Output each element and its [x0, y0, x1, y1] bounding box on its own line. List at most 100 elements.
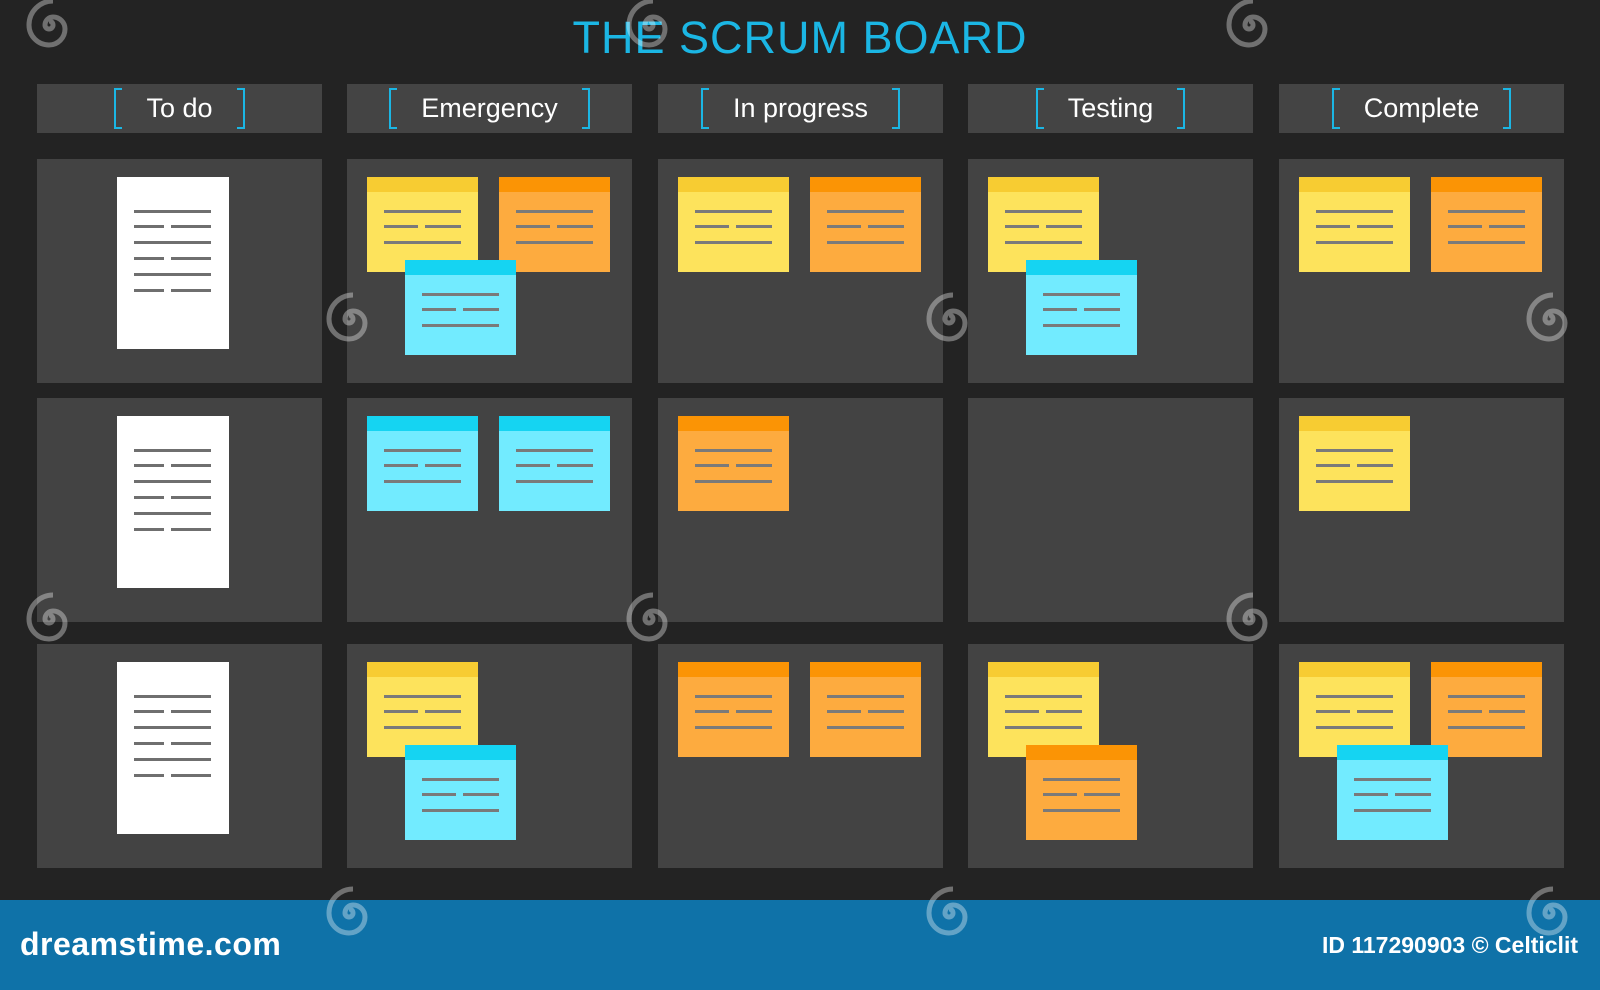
task-document[interactable] — [117, 177, 229, 349]
sticky-note-blue[interactable] — [1337, 745, 1448, 840]
sticky-note-blue[interactable] — [367, 416, 478, 511]
note-text-line — [1084, 308, 1120, 311]
note-text-line — [695, 695, 772, 698]
board-cell — [968, 644, 1253, 868]
note-text-line — [422, 793, 456, 796]
sticky-note-yellow[interactable] — [988, 177, 1099, 272]
note-text-line — [1043, 293, 1120, 296]
document-text-line — [134, 496, 164, 499]
note-text-line — [384, 480, 461, 483]
note-text-line — [516, 464, 550, 467]
sticky-note-orange[interactable] — [1431, 662, 1542, 757]
spiral-logo-icon — [1526, 292, 1568, 342]
note-text-line — [1043, 324, 1120, 327]
document-text-line — [171, 496, 211, 499]
sticky-note-orange[interactable] — [810, 177, 921, 272]
column-header-complete: Complete — [1279, 84, 1564, 133]
sticky-note-yellow[interactable] — [988, 662, 1099, 757]
note-text-line — [1005, 695, 1082, 698]
sticky-note-band — [367, 177, 478, 192]
document-text-line — [134, 774, 164, 777]
note-text-line — [1357, 464, 1393, 467]
sticky-note-orange[interactable] — [1026, 745, 1137, 840]
sticky-note-yellow[interactable] — [367, 177, 478, 272]
sticky-note-band — [367, 662, 478, 677]
note-text-line — [384, 210, 461, 213]
note-text-line — [695, 241, 772, 244]
sticky-note-yellow[interactable] — [367, 662, 478, 757]
header-bracket-right — [1177, 88, 1186, 129]
sticky-note-blue[interactable] — [499, 416, 610, 511]
note-text-line — [1043, 308, 1077, 311]
note-text-line — [1043, 778, 1120, 781]
sticky-note-band — [367, 416, 478, 431]
note-text-line — [1316, 449, 1393, 452]
note-text-line — [695, 449, 772, 452]
board-cell — [347, 398, 632, 622]
document-text-line — [171, 225, 211, 228]
note-text-line — [384, 726, 461, 729]
note-text-line — [736, 225, 772, 228]
document-text-line — [171, 289, 211, 292]
sticky-note-blue[interactable] — [405, 260, 516, 355]
note-text-line — [425, 464, 461, 467]
note-text-line — [1043, 793, 1077, 796]
task-document[interactable] — [117, 662, 229, 834]
sticky-note-orange[interactable] — [1431, 177, 1542, 272]
note-text-line — [1357, 225, 1393, 228]
note-text-line — [1489, 225, 1525, 228]
sticky-note-orange[interactable] — [810, 662, 921, 757]
note-text-line — [422, 809, 499, 812]
board-cell — [658, 644, 943, 868]
document-text-line — [171, 257, 211, 260]
board-cell — [658, 398, 943, 622]
sticky-note-yellow[interactable] — [678, 177, 789, 272]
document-text-line — [134, 273, 211, 276]
spiral-logo-icon — [626, 592, 668, 642]
sticky-note-blue[interactable] — [405, 745, 516, 840]
sticky-note-yellow[interactable] — [1299, 662, 1410, 757]
board-cell — [347, 159, 632, 383]
document-text-line — [171, 742, 211, 745]
note-text-line — [695, 710, 729, 713]
spiral-logo-icon — [326, 886, 368, 936]
board-cell — [968, 159, 1253, 383]
sticky-note-band — [499, 177, 610, 192]
note-text-line — [1354, 793, 1388, 796]
note-text-line — [1046, 710, 1082, 713]
note-text-line — [516, 225, 550, 228]
note-text-line — [557, 225, 593, 228]
header-bracket-left — [114, 88, 123, 129]
note-text-line — [1316, 464, 1350, 467]
note-text-line — [384, 710, 418, 713]
board-cell — [37, 398, 322, 622]
board-title: THE SCRUM BOARD — [572, 12, 1028, 63]
task-document[interactable] — [117, 416, 229, 588]
column-header-label: Emergency — [421, 93, 558, 123]
note-text-line — [463, 793, 499, 796]
note-text-line — [557, 464, 593, 467]
sticky-note-orange[interactable] — [678, 662, 789, 757]
note-text-line — [868, 710, 904, 713]
note-text-line — [1448, 726, 1525, 729]
sticky-note-band — [1431, 177, 1542, 192]
note-text-line — [1005, 710, 1039, 713]
note-text-line — [1354, 809, 1431, 812]
sticky-note-yellow[interactable] — [1299, 177, 1410, 272]
sticky-note-blue[interactable] — [1026, 260, 1137, 355]
note-text-line — [1448, 210, 1525, 213]
document-text-line — [171, 710, 211, 713]
sticky-note-band — [678, 662, 789, 677]
sticky-note-orange[interactable] — [678, 416, 789, 511]
spiral-logo-icon — [1226, 592, 1268, 642]
spiral-logo-icon — [1526, 886, 1568, 936]
note-text-line — [1448, 695, 1525, 698]
note-text-line — [384, 449, 461, 452]
note-text-line — [384, 241, 461, 244]
note-text-line — [827, 726, 904, 729]
document-text-line — [134, 742, 164, 745]
sticky-note-yellow[interactable] — [1299, 416, 1410, 511]
header-bracket-right — [892, 88, 901, 129]
note-text-line — [516, 449, 593, 452]
sticky-note-orange[interactable] — [499, 177, 610, 272]
